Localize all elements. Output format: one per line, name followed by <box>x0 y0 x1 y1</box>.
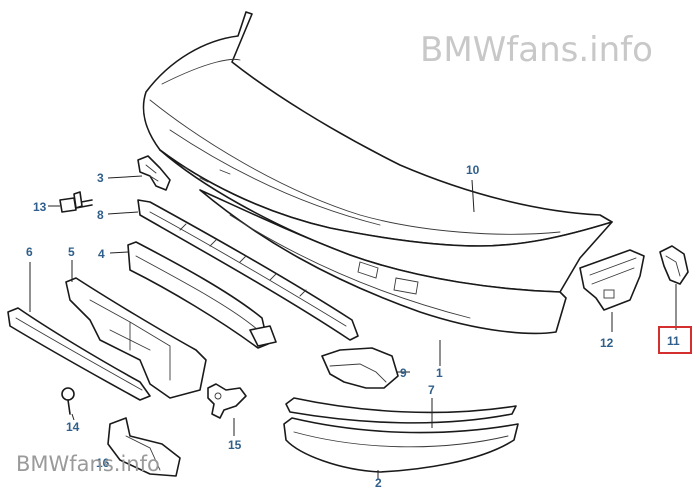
part-13-bolt <box>59 191 93 213</box>
part-15-holder <box>207 383 247 419</box>
callout-4: 4 <box>98 247 105 261</box>
callout-11: 11 <box>667 334 680 348</box>
part-7-lower-strip <box>285 397 517 424</box>
callout-7: 7 <box>428 383 435 397</box>
callout-12: 12 <box>600 336 614 350</box>
callout-6: 6 <box>26 245 33 259</box>
part-10-bumper-cover <box>142 11 613 335</box>
callout-14: 14 <box>66 420 80 434</box>
leader-lines <box>29 175 677 480</box>
callout-13: 13 <box>33 200 47 214</box>
part-14-clip <box>61 387 75 415</box>
callout-9: 9 <box>400 366 407 380</box>
part-4-grille-frame <box>127 241 277 349</box>
callout-2: 2 <box>375 476 382 490</box>
part-3-bracket <box>137 155 171 191</box>
part-2-lower-spoiler <box>283 417 519 473</box>
callout-15: 15 <box>228 438 242 452</box>
callout-1: 1 <box>436 366 443 380</box>
callout-10: 10 <box>466 163 480 177</box>
watermark-top: BMWfans.info <box>420 30 653 70</box>
part-8-carrier-strip <box>137 199 359 341</box>
part-16-bracket <box>107 417 181 477</box>
highlight-box-callout-11 <box>658 326 692 354</box>
part-6-trim-strip <box>7 307 151 401</box>
part-11-side-clip <box>659 245 689 285</box>
callout-16: 16 <box>96 456 110 470</box>
callout-8: 8 <box>97 208 104 222</box>
callout-5: 5 <box>68 245 75 259</box>
callout-3: 3 <box>97 171 104 185</box>
part-5-grille <box>65 277 207 399</box>
part-12-side-bracket <box>579 249 645 311</box>
watermark-bottom: BMWfans.info <box>16 452 160 476</box>
part-9-air-duct <box>321 347 399 389</box>
